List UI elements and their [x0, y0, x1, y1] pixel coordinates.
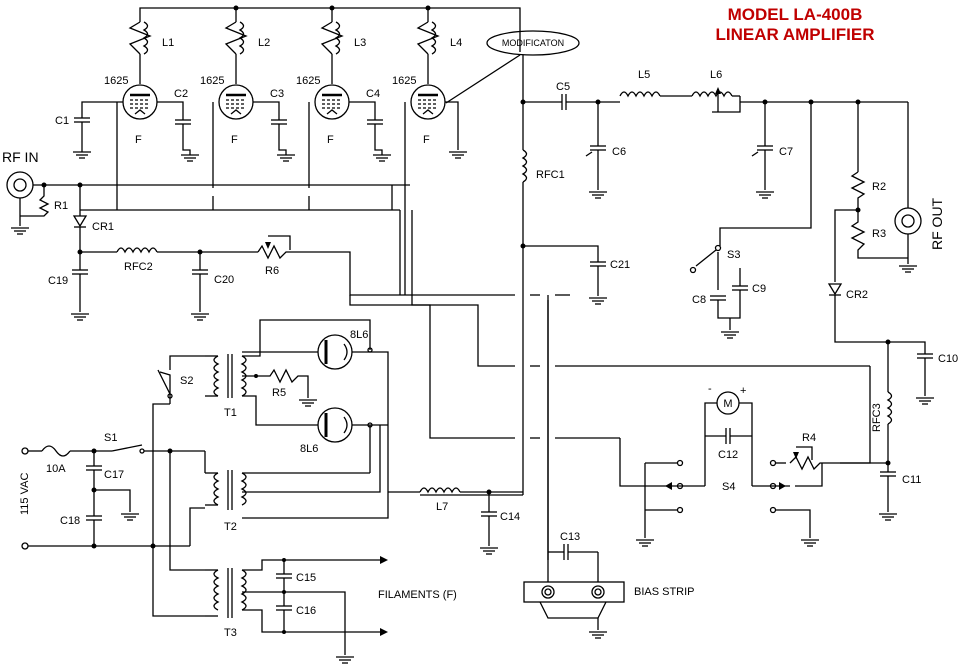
- tube-stage-3: L3 1625 F: [296, 21, 366, 146]
- label-S1: S1: [104, 432, 117, 444]
- title-line1: MODEL LA-400B: [728, 5, 863, 24]
- label-L4: L4: [450, 37, 462, 49]
- label-F4: F: [423, 134, 430, 146]
- title-block: MODEL LA-400B LINEAR AMPLIFIER: [716, 5, 875, 44]
- label-C11: C11: [902, 474, 921, 486]
- label-S3: S3: [727, 249, 740, 261]
- label-115vac: 115 VAC: [19, 473, 31, 515]
- label-RFC3: RFC3: [871, 403, 883, 432]
- label-S2: S2: [180, 375, 193, 387]
- transformer-T2: T2 L7 C14: [205, 425, 523, 555]
- label-CR1: CR1: [92, 221, 114, 233]
- label-tube-4: 1625: [392, 75, 416, 87]
- grid-capacitors: C1 C2 C3 C4: [55, 88, 468, 188]
- label-C10: C10: [938, 353, 958, 365]
- label-CR2: CR2: [846, 289, 868, 301]
- label-C7: C7: [779, 146, 793, 158]
- label-bias-strip: BIAS STRIP: [634, 586, 695, 598]
- label-8L6-1: 8L6: [350, 329, 368, 341]
- crossover-wires: [349, 185, 871, 582]
- label-meter: M: [723, 398, 732, 410]
- output-network: C5 C6 L5 L6 C7 S3 C8 C9 R2 R3 CR2 RF OUT: [523, 69, 945, 343]
- label-R4: R4: [802, 432, 816, 444]
- label-R5: R5: [272, 387, 286, 399]
- label-T1: T1: [224, 407, 237, 419]
- label-F1: F: [135, 134, 142, 146]
- label-L7: L7: [436, 501, 448, 513]
- label-C12: C12: [718, 449, 738, 461]
- label-C14: C14: [500, 511, 520, 523]
- label-C16: C16: [296, 605, 316, 617]
- label-C1: C1: [55, 115, 69, 127]
- label-RFC1: RFC1: [536, 169, 565, 181]
- label-tube-2: 1625: [200, 75, 224, 87]
- label-meter-plus: +: [740, 385, 746, 397]
- label-C18: C18: [60, 515, 80, 527]
- modification-note: MODIFICATON: [445, 30, 580, 104]
- label-T3: T3: [224, 627, 237, 639]
- label-8L6-2: 8L6: [300, 443, 318, 455]
- label-C8: C8: [692, 294, 706, 306]
- label-C6: C6: [612, 146, 626, 158]
- plate-bus: [139, 5, 521, 52]
- label-R6: R6: [265, 265, 279, 277]
- label-rf-out: RF OUT: [929, 197, 945, 250]
- label-rf-in: RF IN: [2, 149, 39, 165]
- label-fuse: 10A: [46, 463, 66, 475]
- label-C4: C4: [366, 88, 380, 100]
- label-L5: L5: [638, 69, 650, 81]
- label-C2: C2: [174, 88, 188, 100]
- plate-choke: RFC1 C21: [420, 55, 630, 496]
- label-C15: C15: [296, 572, 316, 584]
- label-C9: C9: [752, 283, 766, 295]
- label-tube-3: 1625: [296, 75, 320, 87]
- label-C13: C13: [560, 531, 580, 543]
- label-C19: C19: [48, 275, 68, 287]
- label-R2: R2: [872, 181, 886, 193]
- label-meter-minus: -: [708, 383, 712, 395]
- label-C3: C3: [270, 88, 284, 100]
- label-L3: L3: [354, 37, 366, 49]
- tube-stage-1: L1 1625 F: [104, 21, 174, 146]
- transformer-T1: T1 R5 8L6 8L6: [205, 319, 389, 519]
- label-F2: F: [231, 134, 238, 146]
- label-C5: C5: [556, 81, 570, 93]
- label-L2: L2: [258, 37, 270, 49]
- bias-network: C19 RFC2 C20 R6: [48, 235, 570, 321]
- label-L1: L1: [162, 37, 174, 49]
- power-supply: 115 VAC 10A C17 C18 S1 S2: [19, 355, 206, 617]
- tube-stage-2: L2 1625 F: [200, 21, 270, 146]
- label-C17: C17: [104, 469, 124, 481]
- label-tube-1: 1625: [104, 75, 128, 87]
- label-C21: C21: [610, 259, 630, 271]
- tube-stage-4: L4 1625 F: [392, 21, 462, 146]
- label-T2: T2: [224, 521, 237, 533]
- label-R3: R3: [872, 228, 886, 240]
- tube-1: [121, 83, 159, 121]
- label-S4: S4: [722, 481, 735, 493]
- rf-input: RF IN R1 CR1: [2, 149, 410, 295]
- bias-strip: C13 BIAS STRIP: [523, 531, 695, 639]
- label-modification: MODIFICATON: [502, 38, 564, 48]
- title-line2: LINEAR AMPLIFIER: [716, 25, 875, 44]
- transformer-T3: T3 C15 C16 FILAMENTS (F): [205, 556, 457, 664]
- label-filaments: FILAMENTS (F): [378, 589, 457, 601]
- label-R1: R1: [54, 200, 68, 212]
- meter-circuit: C10 RFC3 C11 M - + C12 R4 S4: [635, 339, 958, 547]
- label-RFC2: RFC2: [124, 261, 153, 273]
- label-C20: C20: [214, 274, 234, 286]
- label-L6: L6: [710, 69, 722, 81]
- label-F3: F: [327, 134, 334, 146]
